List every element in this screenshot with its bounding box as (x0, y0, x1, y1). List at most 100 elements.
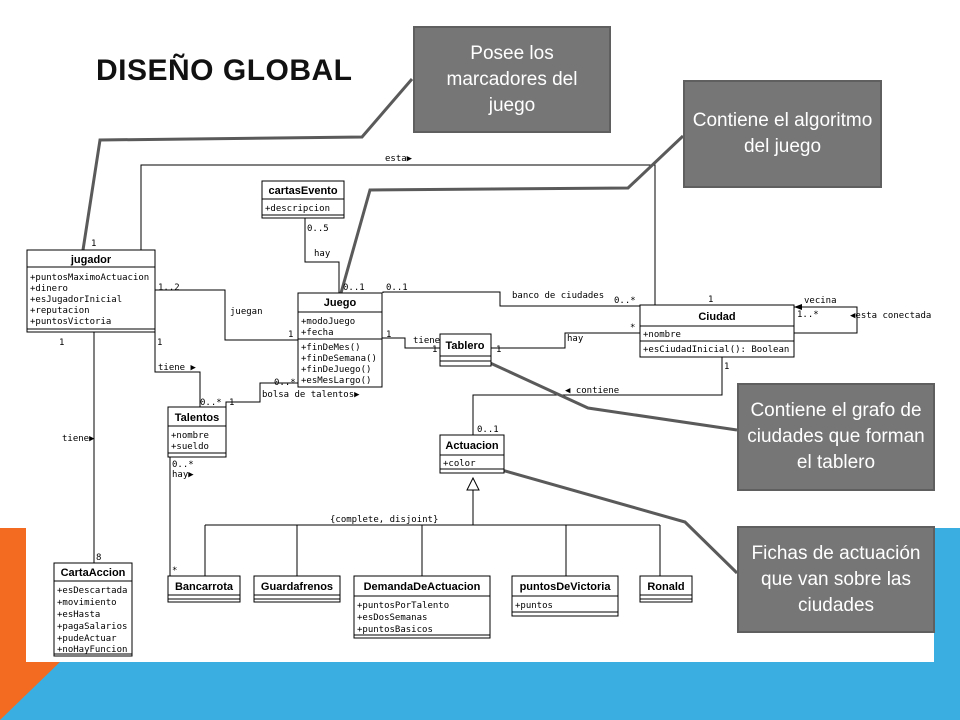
class-cartasEvento: cartasEvento +descripcion (261, 180, 345, 219)
label-tiene-tablero: tiene (413, 336, 440, 346)
juego-method-3: +esMesLargo() (301, 376, 371, 386)
label-juegan: juegan (230, 307, 263, 317)
class-guardafrenos: Guardafrenos (253, 575, 341, 603)
tablero-name: Tablero (446, 340, 485, 352)
ciudad-name: Ciudad (698, 311, 735, 323)
callout-algoritmo: Contiene el algoritmo del juego (683, 80, 882, 188)
demanda-attr-0: +puntosPorTalento (357, 601, 449, 611)
callout-marcadores-text: Posee los marcadores del juego (446, 42, 578, 116)
mult-actuacion-0-1: 0..1 (477, 425, 499, 435)
slide-title: DISEÑO GLOBAL (96, 54, 353, 87)
callout-fichas: Fichas de actuación que van sobre las ci… (737, 526, 935, 633)
cartaAccion-attr-3: +pagaSalarios (57, 622, 127, 632)
contiene-line (472, 357, 723, 435)
talentos-name: Talentos (175, 412, 219, 424)
label-banco: banco de ciudades (512, 291, 604, 301)
ciudad-attr-0: +nombre (643, 330, 681, 340)
juego-attr-0: +modoJuego (301, 317, 355, 327)
label-hay-evento: hay (314, 249, 331, 259)
label-bolsa: bolsa de talentos▶ (262, 390, 360, 400)
hay-ciudad-line (491, 332, 640, 349)
banco-ciudades-line (382, 291, 640, 307)
mult-hay-0-star: 0..* (172, 460, 194, 470)
cartasEvento-name: cartasEvento (268, 185, 337, 197)
tiene-talentos-line (154, 330, 201, 407)
actuacion-attr-0: +color (443, 459, 476, 469)
juego-method-1: +finDeSemana() (301, 354, 377, 364)
talentos-attr-1: +sueldo (171, 442, 209, 452)
demanda-attr-2: +puntosBasicos (357, 625, 433, 635)
juego-method-2: +finDeJuego() (301, 365, 371, 375)
mult-jugador-top: 1 (91, 239, 96, 249)
callout-marcadores-connector (81, 78, 414, 251)
callout-marcadores: Posee los marcadores del juego (413, 26, 611, 133)
juego-method-0: +finDeMes() (301, 343, 361, 353)
class-demanda: DemandaDeActuacion +puntosPorTalento +es… (353, 575, 491, 639)
label-hay-ciudad: hay (567, 334, 584, 344)
callout-fichas-text: Fichas de actuación que van sobre las ci… (751, 542, 921, 616)
mult-ciudad-bottom-1: 1 (724, 362, 729, 372)
label-complete-disjoint: {complete, disjoint} (330, 515, 438, 525)
jugador-attr-1: +dinero (30, 284, 68, 294)
label-contiene: ◀ contiene (565, 386, 619, 396)
ronald-name: Ronald (647, 581, 684, 593)
mult-0-5: 0..5 (307, 224, 329, 234)
mult-talentos-1: 1 (229, 398, 234, 408)
jugador-name: jugador (70, 254, 112, 266)
bolsa-talentos-line (225, 382, 298, 407)
mult-talentos-0-star: 0..* (200, 398, 222, 408)
class-juego: Juego +modoJuego +fecha +finDeMes() +fin… (297, 292, 383, 388)
bancarrota-name: Bancarrota (175, 581, 234, 593)
vecina-self-line (794, 306, 858, 334)
demanda-name: DemandaDeActuacion (364, 581, 481, 593)
hay-evento-line (304, 218, 340, 293)
class-talentos: Talentos +nombre +sueldo (167, 406, 227, 458)
mult-ciudad-star: * (630, 323, 635, 333)
label-esta: esta▶ (385, 154, 413, 164)
label-tiene-carta: tiene▶ (62, 434, 95, 444)
callout-fichas-connector (497, 467, 739, 575)
puntosDeVictoria-name: puntosDeVictoria (520, 581, 612, 593)
mult-juegan-1: 1 (288, 330, 293, 340)
callout-algoritmo-text: Contiene el algoritmo del juego (692, 110, 873, 157)
puntosDeVictoria-attr-0: +puntos (515, 601, 553, 611)
cartaAccion-attr-2: +esHasta (57, 610, 100, 620)
cartaAccion-attr-1: +movimiento (57, 598, 117, 608)
tiene-tablero-line (382, 337, 440, 349)
label-tiene-talentos: tiene ▶ (158, 363, 197, 373)
mult-carta-8: 8 (96, 553, 101, 563)
mult-vecina-1-star: 1..* (797, 310, 819, 320)
class-puntosDeVictoria: puntosDeVictoria +puntos (511, 575, 619, 617)
mult-jugador-right-1: 1 (157, 338, 162, 348)
juego-attr-1: +fecha (301, 328, 334, 338)
esta-association-line (140, 164, 656, 305)
class-jugador: jugador +puntosMaximoActuacion +dinero +… (26, 249, 156, 333)
label-esta-conectada: ◀esta conectada (850, 311, 931, 321)
mult-ciudad-1: 1 (708, 295, 713, 305)
class-actuacion: Actuacion +color (439, 434, 505, 474)
actuacion-name: Actuacion (445, 440, 498, 452)
jugador-attr-2: +esJugadorInicial (30, 295, 122, 305)
callout-grafo-connector (487, 360, 738, 432)
jugador-attr-3: +reputacion (30, 306, 90, 316)
mult-tablero-1: 1 (432, 345, 437, 355)
class-ronald: Ronald (639, 575, 693, 603)
mult-1-2: 1..2 (158, 283, 180, 293)
class-ciudad: Ciudad +nombre +esCiudadInicial(): Boole… (639, 304, 795, 358)
mult-juego-0-1-a: 0..1 (343, 283, 365, 293)
bottom-accent-band (0, 660, 960, 720)
callout-grafo: Contiene el grafo de ciudades que forman… (737, 383, 935, 491)
mult-bancarrota-star: * (172, 566, 177, 576)
jugador-attr-4: +puntosVictoria (30, 317, 111, 327)
demanda-attr-1: +esDosSemanas (357, 613, 427, 623)
callout-grafo-text: Contiene el grafo de ciudades que forman… (747, 400, 925, 473)
vecina-arrowhead (794, 304, 802, 310)
class-bancarrota: Bancarrota (167, 575, 241, 603)
callout-algoritmo-connector (339, 134, 685, 294)
mult-banco-0-star: 0..* (614, 296, 636, 306)
mult-bolsa-0-star: 0..* (274, 378, 296, 388)
mult-tablero-1-r: 1 (496, 345, 501, 355)
generalization-arrowhead (466, 476, 480, 491)
mult-juego-0-1-b: 0..1 (386, 283, 408, 293)
cartaAccion-attr-5: +noHayFuncion (57, 645, 127, 655)
